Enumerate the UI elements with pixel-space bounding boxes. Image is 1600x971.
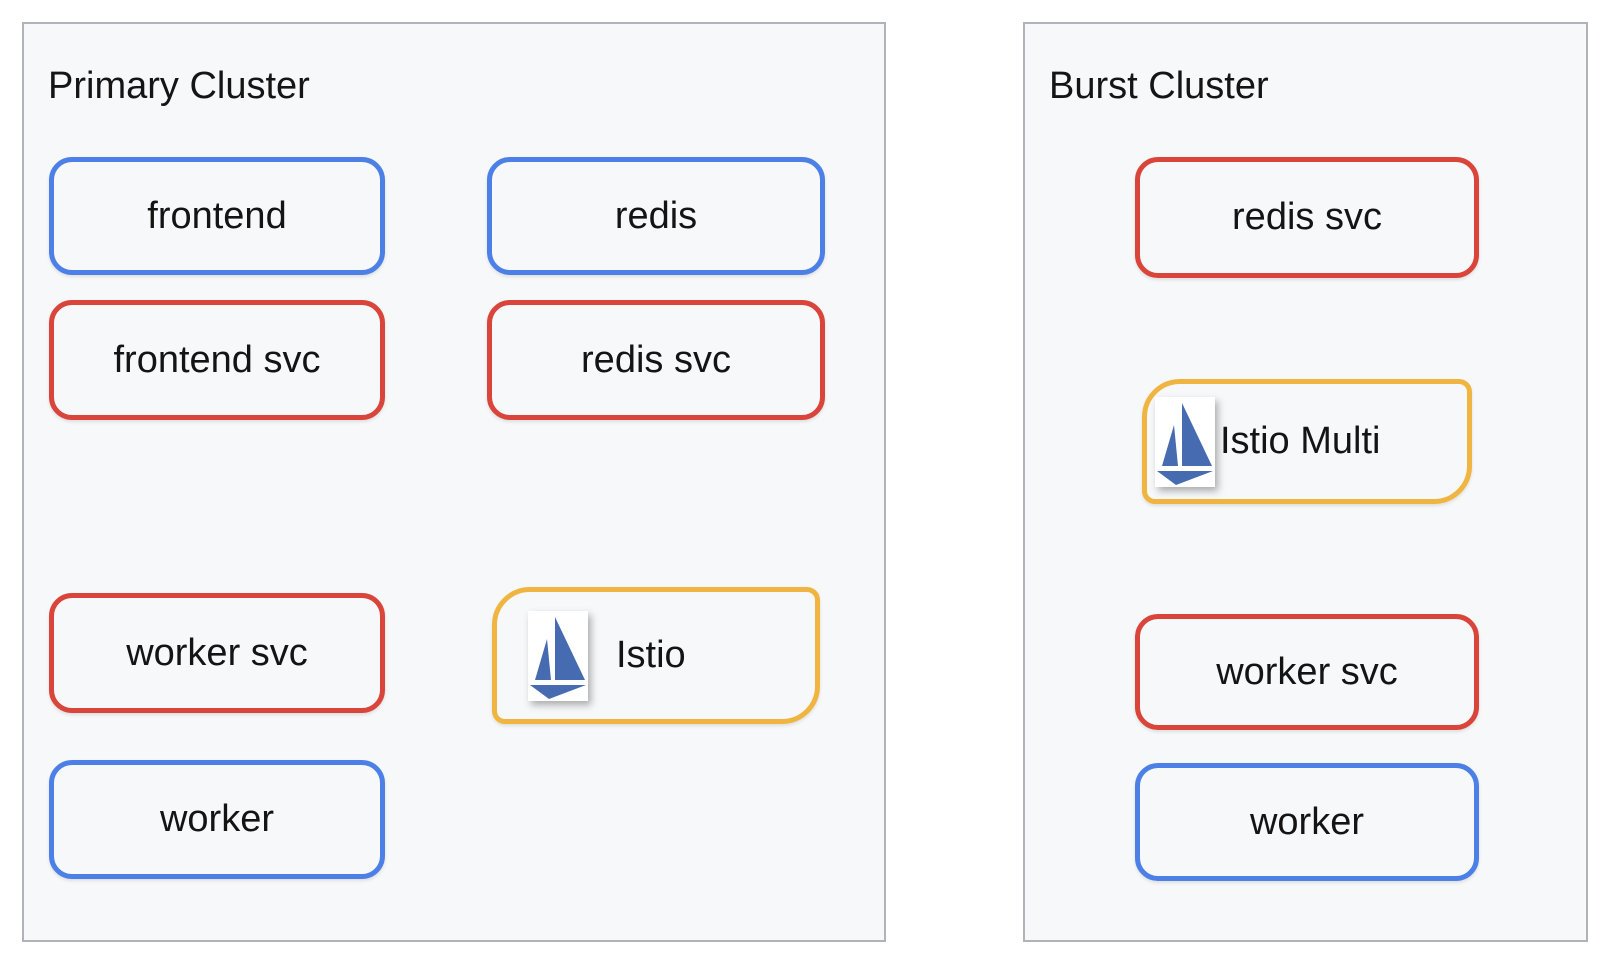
primary-cluster: Primary Cluster frontend redis frontend … [22,22,886,942]
node-redis-svc: redis svc [487,300,825,420]
node-label: frontend [147,194,287,237]
node-frontend: frontend [49,157,385,275]
cluster-title: Primary Cluster [48,65,310,107]
node-label: frontend svc [113,338,321,381]
node-label: worker svc [126,631,308,674]
node-label: worker [159,798,275,840]
node-frontend-svc: frontend svc [49,300,385,420]
istio-sailboat-icon [1155,396,1215,487]
node-redis-svc: redis svc [1135,157,1479,278]
node-istio-multi: Istio Multi [1142,379,1472,504]
node-label: redis svc [581,338,731,381]
node-istio: Istio [492,587,820,724]
node-label: worker [1249,800,1365,843]
cluster-title: Burst Cluster [1049,65,1269,107]
node-label: redis svc [1232,196,1382,238]
node-label: Istio [616,634,686,676]
istio-sailboat-icon [528,610,588,701]
node-worker: worker [49,760,385,879]
node-worker-svc: worker svc [1135,614,1479,730]
node-label: worker svc [1216,650,1398,693]
node-label: Istio Multi [1220,420,1381,462]
node-label: redis [614,194,698,237]
burst-cluster: Burst Cluster redis svc Istio Multi work… [1023,22,1588,942]
node-redis: redis [487,157,825,275]
node-worker: worker [1135,763,1479,881]
node-worker-svc: worker svc [49,593,385,713]
